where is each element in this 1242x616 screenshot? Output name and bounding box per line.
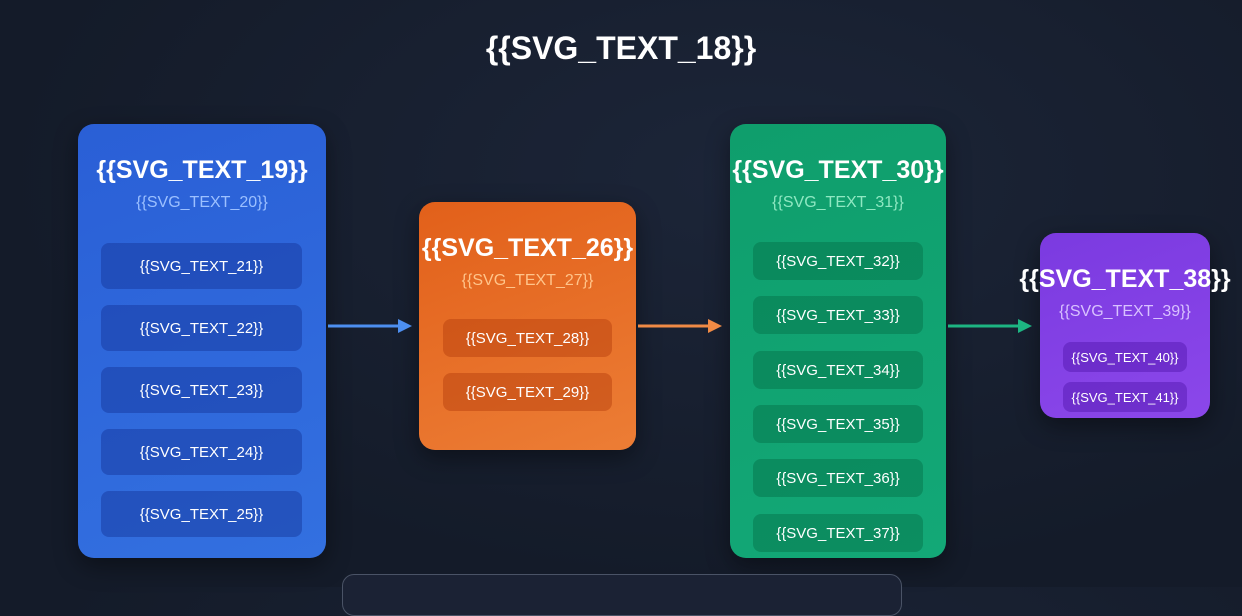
stage-item: {{SVG_TEXT_28}} — [443, 319, 612, 357]
stage-title: {{SVG_TEXT_30}} — [732, 156, 944, 184]
arrow-blue-to-orange — [328, 319, 412, 333]
stage-item: {{SVG_TEXT_24}} — [101, 429, 302, 475]
stage-item: {{SVG_TEXT_29}} — [443, 373, 612, 411]
stage-item: {{SVG_TEXT_35}} — [753, 405, 923, 443]
stage-green: {{SVG_TEXT_30}} {{SVG_TEXT_31}} {{SVG_TE… — [730, 124, 946, 558]
stage-item: {{SVG_TEXT_36}} — [753, 459, 923, 497]
arrows — [328, 319, 1032, 333]
stage-blue: {{SVG_TEXT_19}} {{SVG_TEXT_20}} {{SVG_TE… — [78, 124, 326, 558]
stage-title: {{SVG_TEXT_26}} — [421, 234, 634, 262]
stage-item: {{SVG_TEXT_32}} — [753, 242, 923, 280]
stage-item: {{SVG_TEXT_23}} — [101, 367, 302, 413]
stage-subtitle: {{SVG_TEXT_27}} — [461, 272, 594, 289]
stage-item: {{SVG_TEXT_25}} — [101, 491, 302, 537]
stage-orange: {{SVG_TEXT_26}} {{SVG_TEXT_27}} {{SVG_TE… — [419, 202, 636, 450]
stage-subtitle: {{SVG_TEXT_20}} — [136, 194, 268, 211]
stage-subtitle: {{SVG_TEXT_39}} — [1059, 303, 1191, 320]
bottom-panel — [342, 574, 902, 616]
stage-subtitle: {{SVG_TEXT_31}} — [772, 194, 904, 211]
stage-item: {{SVG_TEXT_37}} — [753, 514, 923, 552]
arrow-green-to-purple — [948, 319, 1032, 333]
stage-item: {{SVG_TEXT_34}} — [753, 351, 923, 389]
stage-item: {{SVG_TEXT_33}} — [753, 296, 923, 334]
stage-item: {{SVG_TEXT_21}} — [101, 243, 302, 289]
stage-item: {{SVG_TEXT_40}} — [1063, 342, 1187, 372]
stage-item: {{SVG_TEXT_22}} — [101, 305, 302, 351]
stage-title: {{SVG_TEXT_38}} — [1019, 265, 1231, 293]
arrow-orange-to-green — [638, 319, 722, 333]
diagram-title: {{SVG_TEXT_18}} — [485, 30, 757, 66]
stage-purple: {{SVG_TEXT_38}} {{SVG_TEXT_39}} {{SVG_TE… — [1019, 233, 1231, 418]
stage-title: {{SVG_TEXT_19}} — [96, 156, 308, 184]
stage-item: {{SVG_TEXT_41}} — [1063, 382, 1187, 412]
